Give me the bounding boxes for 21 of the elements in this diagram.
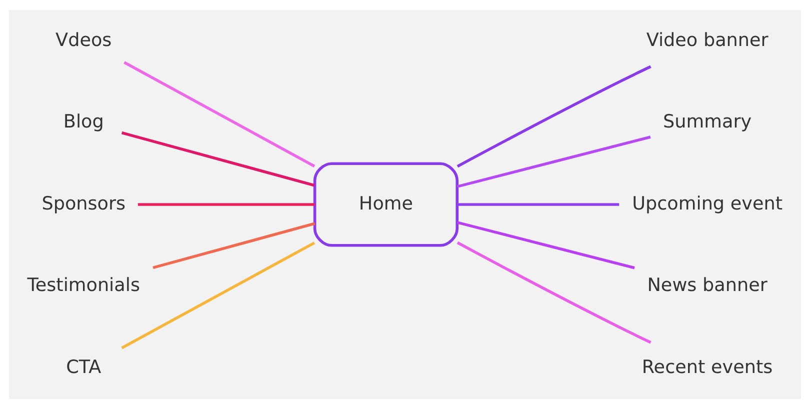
connector: [124, 60, 316, 167]
connector: [152, 222, 316, 269]
node-text: Upcoming event: [632, 192, 783, 214]
node-box: Home: [313, 162, 459, 246]
connector: [456, 135, 651, 188]
node-text: Video banner: [646, 29, 768, 50]
node-text: CTA: [66, 356, 102, 378]
connector: [456, 220, 635, 269]
node-text: Blog: [63, 111, 104, 132]
node-text: Vdeos: [56, 29, 112, 50]
connector: [456, 64, 652, 168]
connector: [138, 202, 315, 206]
connector: [121, 241, 316, 349]
connector: [456, 240, 652, 344]
node-text: Recent events: [642, 356, 773, 378]
node-text: Testimonials: [27, 274, 140, 296]
node-text: News banner: [647, 274, 768, 296]
connector: [121, 130, 315, 186]
connector: [457, 202, 620, 206]
node-text: Summary: [663, 111, 752, 132]
node-text: Sponsors: [42, 192, 126, 214]
